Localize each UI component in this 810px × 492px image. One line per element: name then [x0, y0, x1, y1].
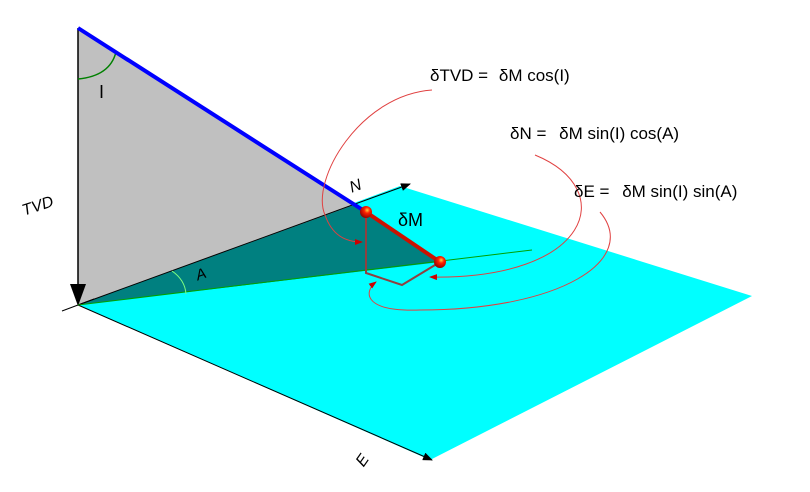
component-lines — [365, 212, 441, 287]
azimuth-line — [77, 249, 533, 306]
east-formula-lhs: δE = — [574, 182, 610, 201]
east-callout-curve — [368, 211, 611, 311]
delta-m-label: δM — [398, 210, 424, 230]
inclination-arc — [77, 51, 117, 80]
north-formula: δN = δM sin(I) cos(A) — [510, 124, 679, 144]
tvd-arrow-icon — [70, 284, 86, 306]
inclination-label: I — [99, 82, 105, 102]
tvd-formula: δTVD = δM cos(I) — [430, 66, 570, 86]
wellpath-line — [76, 26, 368, 214]
delta-m-segment — [364, 210, 442, 264]
east-formula-rhs: δM sin(I) sin(A) — [622, 182, 738, 201]
station-marker-1 — [360, 206, 372, 218]
north-formula-rhs: δM sin(I) cos(A) — [559, 124, 680, 143]
tvd-formula-lhs: δTVD = — [430, 66, 489, 85]
azimuth-arc — [171, 270, 187, 295]
station-marker-2 — [434, 256, 446, 268]
horizontal-projection — [78, 205, 440, 305]
north-formula-lhs: δN = — [510, 124, 547, 143]
east-formula: δE = δM sin(I) sin(A) — [574, 182, 737, 202]
tvd-callout-curve — [321, 89, 433, 245]
north-callout-curve — [429, 154, 582, 281]
tvd-formula-rhs: δM cos(I) — [498, 66, 570, 85]
east-axis — [77, 304, 433, 461]
vertical-plane — [78, 28, 366, 305]
